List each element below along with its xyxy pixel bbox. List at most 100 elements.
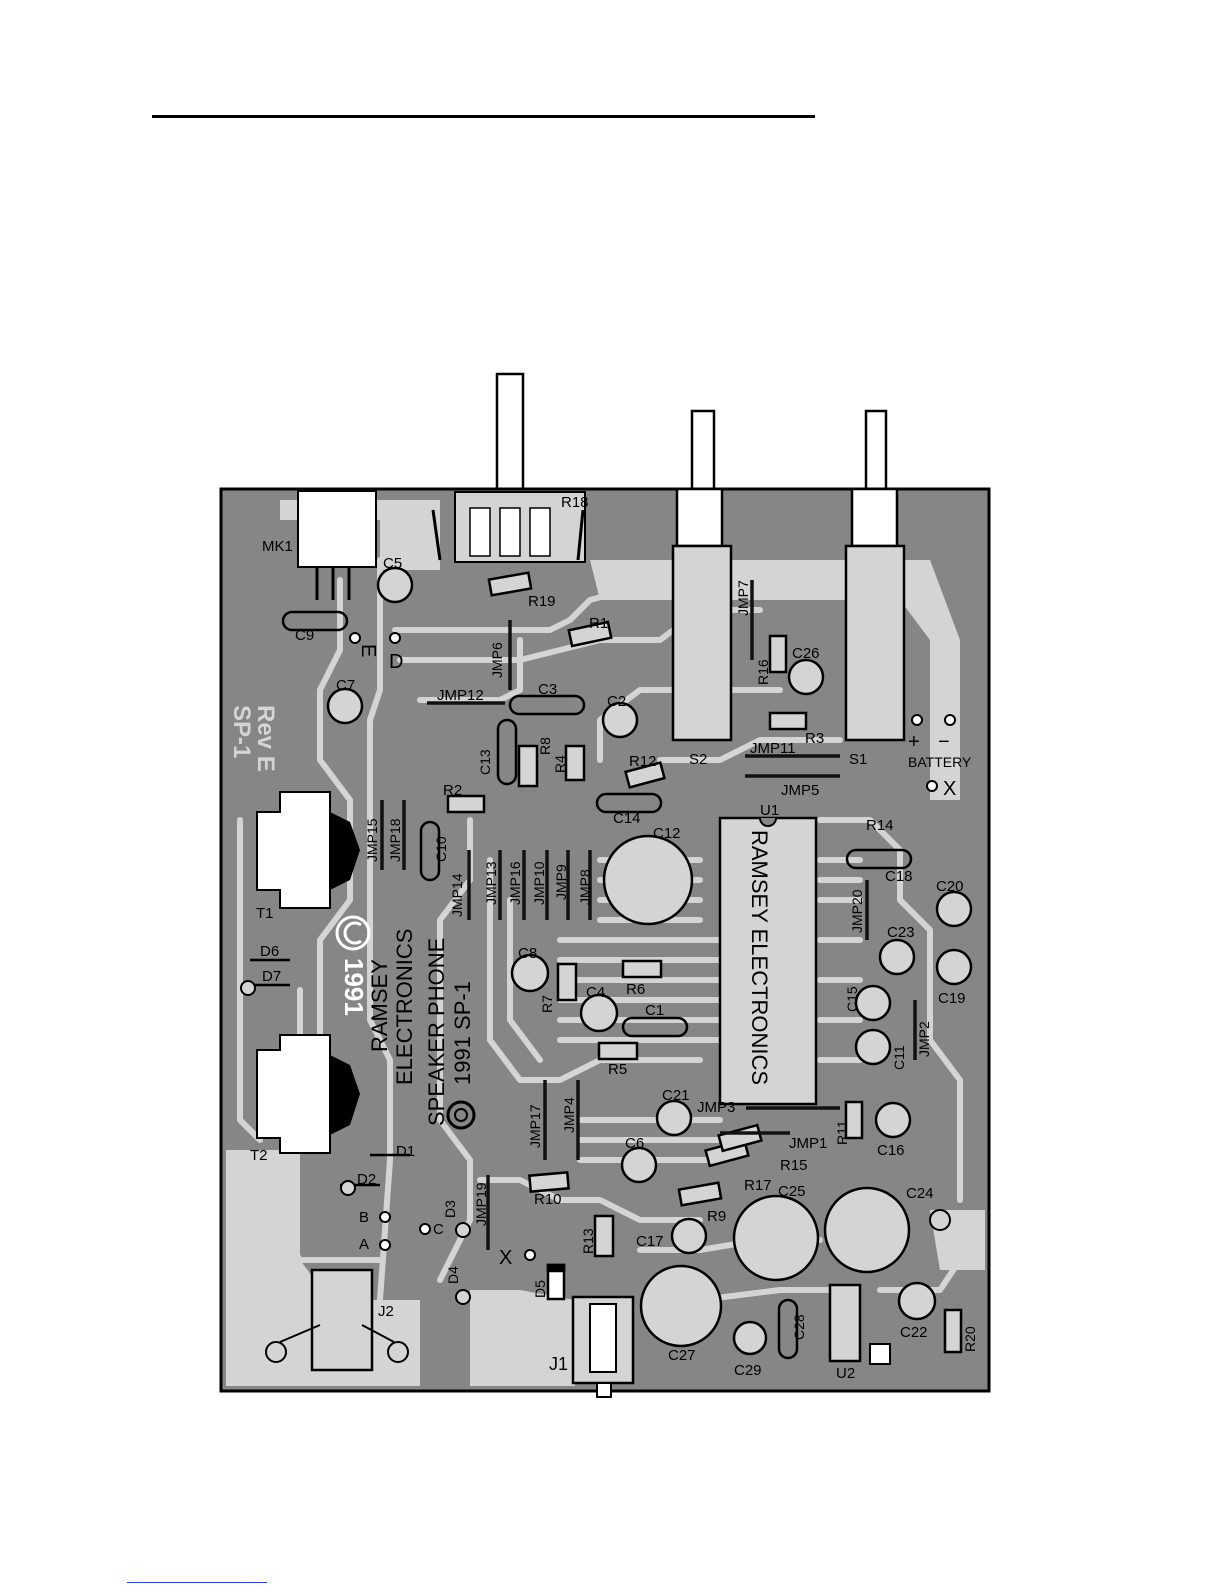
label-r6: R6 (626, 981, 645, 998)
label-c12: C12 (653, 825, 681, 842)
label-e: E (357, 644, 379, 657)
j1-jack (571, 1295, 635, 1398)
label-r1: R1 (589, 615, 608, 632)
label-c25: C25 (778, 1183, 806, 1200)
label-d4: D4 (445, 1266, 461, 1284)
j2-jack (265, 1268, 409, 1372)
label-b: B (359, 1209, 369, 1226)
label-c20: C20 (936, 878, 964, 895)
film-capacitors (281, 610, 913, 1360)
label-d6: D6 (260, 943, 279, 960)
ic-marking-text: RAMSEY ELECTRONICS (747, 830, 772, 1085)
switch-bodies (671, 487, 906, 742)
label-jmp7: JMP7 (735, 580, 751, 616)
u2-body (828, 1283, 862, 1363)
label-r13: R13 (580, 1228, 596, 1254)
label-c14: C14 (613, 810, 641, 827)
label-jmp20: JMP20 (849, 889, 865, 933)
label-c22: C22 (900, 1324, 928, 1341)
label-d7: D7 (262, 968, 281, 985)
label-c10: C10 (433, 836, 449, 862)
label-c15: C15 (844, 986, 860, 1012)
label-c23: C23 (887, 924, 915, 941)
product-line-text: SPEAKER PHONE (424, 938, 449, 1126)
label-c16: C16 (877, 1142, 905, 1159)
label-jmp15: JMP15 (364, 818, 380, 862)
label-c18: C18 (885, 868, 913, 885)
electrolytic-capacitors (602, 834, 911, 1348)
label-x: X (499, 1247, 512, 1269)
small-capacitors (326, 566, 973, 1356)
resistors (446, 571, 963, 1354)
label-c1: C1 (645, 1002, 664, 1019)
label-c6: C6 (625, 1135, 644, 1152)
label-c3: C3 (538, 681, 557, 698)
label-u2: U2 (836, 1365, 855, 1382)
label-t1: T1 (256, 905, 274, 922)
label-d2: D2 (357, 1171, 376, 1188)
jumpers (380, 580, 917, 1250)
diodes (250, 958, 566, 1301)
label-r16: R16 (755, 659, 771, 685)
label-r9: R9 (707, 1208, 726, 1225)
label-jmp16: JMP16 (507, 861, 523, 905)
label-x-battery: X (943, 778, 956, 800)
label-jmp13: JMP13 (483, 861, 499, 905)
label-r8: R8 (537, 737, 553, 755)
label-d3: D3 (442, 1200, 458, 1218)
label-jmp10: JMP10 (531, 861, 547, 905)
label-c5: C5 (383, 555, 402, 572)
battery-plus: + (908, 731, 920, 753)
footer-link-rule (127, 1582, 267, 1583)
label-c21: C21 (662, 1087, 690, 1104)
s1-shaft (864, 409, 888, 493)
label-r10: R10 (534, 1191, 562, 1208)
product-code-text: 1991 SP-1 (450, 981, 475, 1085)
label-r15: R15 (780, 1157, 808, 1174)
label-r11: R11 (834, 1120, 850, 1145)
label-j1: J1 (549, 1354, 568, 1374)
label-c28: C28 (791, 1314, 807, 1340)
label-c13: C13 (477, 749, 493, 775)
label-jmp6: JMP6 (489, 642, 505, 678)
label-r2: R2 (443, 782, 462, 799)
label-c2: C2 (607, 693, 626, 710)
r18-shaft (495, 372, 525, 492)
battery-minus: − (938, 731, 950, 753)
label-s2: S2 (689, 751, 707, 768)
label-c29: C29 (734, 1362, 762, 1379)
label-jmp4: JMP4 (561, 1097, 577, 1133)
label-r12: R12 (629, 753, 657, 770)
label-c27: C27 (668, 1347, 696, 1364)
label-jmp3: JMP3 (697, 1099, 735, 1116)
label-c17: C17 (636, 1233, 664, 1250)
s2-shaft (690, 409, 716, 493)
label-c8: C8 (518, 945, 537, 962)
label-d5: D5 (532, 1280, 548, 1298)
label-jmp17: JMP17 (527, 1104, 543, 1148)
label-c7: C7 (336, 677, 355, 694)
label-c11: C11 (891, 1045, 907, 1070)
label-c26: C26 (792, 645, 820, 662)
switch-shafts (495, 372, 888, 493)
label-c24: C24 (906, 1185, 934, 1202)
label-jmp12: JMP12 (437, 687, 484, 704)
label-r5: R5 (608, 1061, 627, 1078)
label-r3: R3 (805, 730, 824, 747)
label-r18: R18 (561, 494, 589, 511)
header-rule (152, 115, 815, 118)
label-jmp19: JMP19 (473, 1182, 489, 1226)
label-jmp8: JMP8 (577, 869, 593, 905)
copyright-year: 1991 (339, 958, 369, 1016)
label-c4: C4 (586, 984, 605, 1001)
mk1-body (297, 490, 377, 568)
label-r4: R4 (552, 755, 568, 773)
label-j2: J2 (378, 1303, 394, 1320)
label-jmp9: JMP9 (553, 864, 569, 900)
label-jmp1: JMP1 (789, 1135, 827, 1152)
copyright-mark (335, 915, 371, 951)
label-r19: R19 (528, 593, 556, 610)
label-r20: R20 (962, 1326, 978, 1352)
